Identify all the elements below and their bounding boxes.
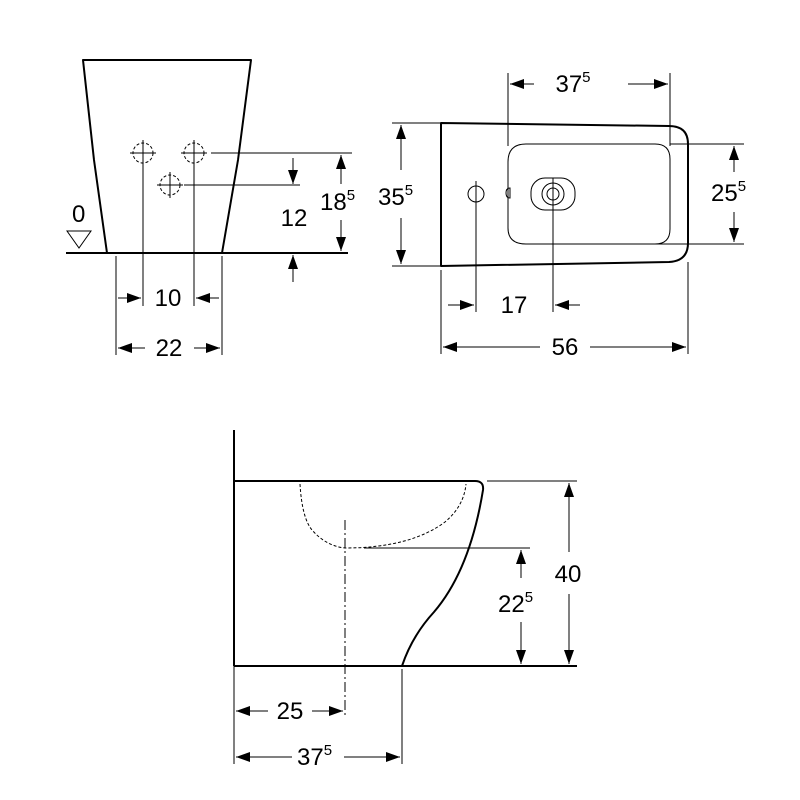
dim-outlet-distance-label: 25 bbox=[277, 698, 304, 725]
dim-outlet-height-label: 225 bbox=[498, 589, 533, 618]
top-view: 375 355 255 17 56 bbox=[378, 69, 746, 361]
overflow-icon bbox=[505, 187, 511, 199]
top-view-bowl-outline bbox=[507, 143, 671, 245]
dim-inlet-spacing: 10 bbox=[118, 285, 219, 312]
dim-upper-inlet-height: 185 bbox=[320, 155, 355, 251]
dim-tap-hole-offset-label: 17 bbox=[501, 292, 528, 319]
dim-base-depth: 375 bbox=[236, 742, 400, 771]
dim-outlet-distance: 25 bbox=[236, 698, 343, 725]
dim-side-height-label: 40 bbox=[555, 561, 582, 588]
dim-front-width-label: 22 bbox=[156, 335, 183, 362]
dim-bowl-length: 375 bbox=[510, 69, 668, 98]
side-view-bowl-interior bbox=[299, 483, 467, 549]
dim-side-height: 40 bbox=[555, 483, 582, 664]
dim-tap-hole-offset: 17 bbox=[448, 292, 580, 319]
dim-top-length-label: 56 bbox=[552, 334, 579, 361]
dim-base-depth-label: 375 bbox=[297, 742, 332, 771]
top-view-outline bbox=[440, 122, 689, 267]
tap-hole-icon bbox=[467, 181, 485, 207]
side-view: 40 225 25 375 bbox=[233, 430, 582, 771]
dim-bowl-width: 255 bbox=[711, 146, 746, 242]
inlet-upper-right-icon bbox=[181, 140, 207, 166]
dim-top-width: 355 bbox=[378, 125, 413, 264]
inlet-lower-icon bbox=[157, 172, 183, 198]
front-view-outline bbox=[82, 59, 252, 254]
side-view-outline bbox=[234, 480, 485, 667]
dim-top-width-label: 355 bbox=[378, 182, 413, 211]
floor-level-triangle-icon bbox=[66, 230, 92, 249]
front-view: 0 10 bbox=[66, 59, 355, 362]
dim-outlet-height: 225 bbox=[498, 550, 533, 664]
dim-bowl-width-label: 255 bbox=[711, 178, 746, 207]
dim-lower-inlet-height: 12 bbox=[281, 158, 308, 282]
dim-upper-inlet-height-label: 185 bbox=[320, 187, 355, 216]
dim-inlet-spacing-label: 10 bbox=[155, 285, 182, 312]
dim-lower-inlet-height-label: 12 bbox=[281, 205, 308, 232]
floor-level-label: 0 bbox=[72, 201, 85, 228]
inlet-upper-left-icon bbox=[130, 140, 156, 166]
dim-bowl-length-label: 375 bbox=[555, 69, 590, 98]
dim-front-width: 22 bbox=[118, 335, 220, 362]
dim-top-length: 56 bbox=[443, 334, 686, 361]
